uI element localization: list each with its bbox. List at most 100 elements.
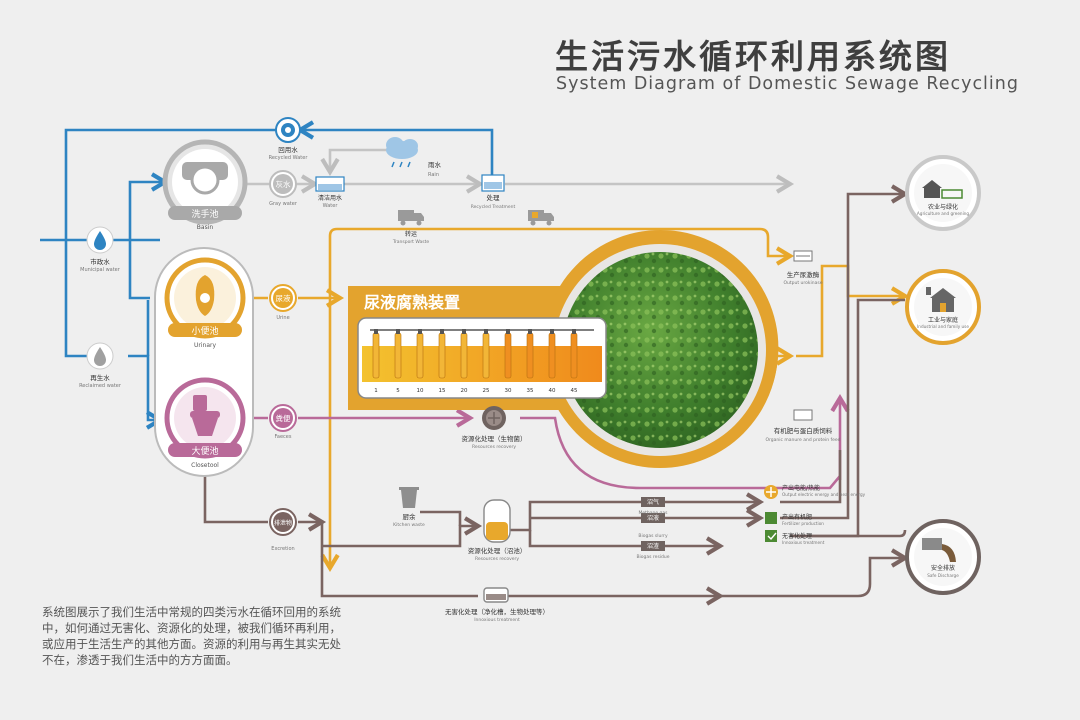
resource-bio-label: 资源化处理（生物菌） xyxy=(462,434,527,443)
clean-water-node xyxy=(315,176,345,192)
device-tube xyxy=(526,332,534,379)
tag-excretion xyxy=(269,508,297,536)
device-tube xyxy=(394,332,402,379)
device-title: 尿液腐熟装置 xyxy=(364,293,460,312)
device-tube xyxy=(416,332,424,379)
biogas-tags xyxy=(641,497,665,551)
urinary-label-en: Urinary xyxy=(194,342,216,349)
recycled-water-node xyxy=(275,117,301,143)
device-tube-cap xyxy=(506,329,510,334)
municipal-label: 市政水 xyxy=(90,257,110,266)
output-urokinase-node xyxy=(793,250,813,262)
resource-anaerobic-en: Resources recovery xyxy=(475,556,519,562)
dest-safe-label: 安全排放 xyxy=(931,564,955,572)
truck-icon xyxy=(398,210,424,226)
device-scale-label: 10 xyxy=(417,388,424,394)
device-tube-cap xyxy=(396,329,400,334)
house-icon xyxy=(926,287,956,312)
urine-tag: 尿液 xyxy=(276,293,291,303)
innoxious-label: 无害化处理（净化槽，生物处理等） xyxy=(445,607,549,616)
basin-label: 洗手池 xyxy=(191,208,218,220)
output-electric-en: Output electric energy and heat energy xyxy=(782,492,866,497)
biogas-tank-icon xyxy=(483,499,511,543)
methane-tag: 沼气 xyxy=(647,498,659,506)
tag-gray-water xyxy=(269,170,297,198)
gray-water-en: Gray water xyxy=(269,201,298,207)
urinary-label: 小便池 xyxy=(191,325,218,337)
toilet-unit xyxy=(154,247,254,477)
trash-bin-icon xyxy=(399,487,419,508)
device-tube-cap xyxy=(528,329,532,334)
resource-anaerobic-label: 资源化处理（沼池） xyxy=(468,546,527,555)
treatment-node xyxy=(481,174,505,192)
water-drop-icon xyxy=(94,231,106,250)
output-fertilizer-en: Organic manure and protein feed xyxy=(765,437,840,443)
clean-water-label: 清洁用水 xyxy=(318,194,342,202)
slurry-tag: 沼液 xyxy=(647,514,659,522)
device-scale-label: 1 xyxy=(374,388,378,394)
farm-house-icon xyxy=(922,180,963,199)
transport-label: 转运 xyxy=(405,230,417,238)
tag-faeces xyxy=(269,404,297,432)
resource-bio-en: Resources recovery xyxy=(472,444,516,450)
device-tube xyxy=(482,332,490,379)
faeces-en: Faeces xyxy=(275,434,292,440)
output-innoxious-en: Innoxious treatment xyxy=(782,540,825,545)
title-en: System Diagram of Domestic Sewage Recycl… xyxy=(556,74,1019,94)
device-tubes xyxy=(372,329,578,379)
output-urokinase-label: 生产尿激酶 xyxy=(787,270,820,279)
rain-cloud-icon xyxy=(386,137,418,168)
clean-water-en: Water xyxy=(323,203,339,209)
device-tube-cap xyxy=(462,329,466,334)
treatment-en: Recycled Treatment xyxy=(471,204,516,210)
device-tube xyxy=(504,332,512,379)
methane-en: Methane gas xyxy=(638,510,668,516)
output-electric-label: 产出电能/热能 xyxy=(782,484,820,492)
urine-en: Urine xyxy=(276,315,289,321)
device-tube-cap xyxy=(440,329,444,334)
gray-water-tag: 灰水 xyxy=(276,179,291,189)
device-tube-cap xyxy=(484,329,488,334)
dest-industry xyxy=(905,269,981,345)
output-fertilizer-node xyxy=(793,409,813,421)
device-scale-label: 30 xyxy=(505,388,512,394)
kitchen-en: Kitchen waste xyxy=(393,522,425,528)
urine-decomposition-device xyxy=(348,230,779,468)
gray-water-lines xyxy=(245,148,795,194)
basin-label-en: Basin xyxy=(197,224,214,231)
reclaimed-label-en: Reclaimed water xyxy=(79,383,122,389)
reclaimed-water-node xyxy=(86,342,114,370)
device-scale-label: 40 xyxy=(549,388,556,394)
recycled-water-label: 回用水 xyxy=(278,145,298,154)
output-fertilizer-label: 有机肥与蛋白质饲料 xyxy=(774,426,833,435)
municipal-water-node xyxy=(86,226,114,254)
device-tube-cap xyxy=(572,329,576,334)
device-scale-label: 25 xyxy=(483,388,490,394)
dest-safe-discharge xyxy=(905,519,981,595)
device-scale-label: 20 xyxy=(461,388,468,394)
tag-urine xyxy=(269,284,297,312)
title-cn: 生活污水循环利用系统图 xyxy=(555,37,951,76)
device-tube xyxy=(372,332,380,379)
device-scale-label: 35 xyxy=(527,388,534,394)
output-urokinase-en: Output urokinase xyxy=(784,280,823,286)
excretion-tag: 排泄物 xyxy=(274,519,292,527)
device-tube-cap xyxy=(418,329,422,334)
rain-label: 雨水 xyxy=(428,160,442,169)
municipal-label-en: Municipal water xyxy=(80,267,121,273)
device-tube xyxy=(548,332,556,379)
innoxious-output-icon xyxy=(765,530,777,542)
dest-safe-en: Safe Discharge xyxy=(927,573,959,578)
electric-icon xyxy=(764,485,778,499)
water-drop-icon xyxy=(94,347,106,366)
device-tube-cap xyxy=(374,329,378,334)
innoxious-tank-icon xyxy=(483,587,509,603)
closetool-label: 大便池 xyxy=(191,445,218,457)
residue-en: Biogas residue xyxy=(636,554,669,560)
device-scale-label: 5 xyxy=(396,388,400,394)
faeces-tag: 粪便 xyxy=(276,413,291,423)
dest-industry-en: Industrial and family use xyxy=(917,324,969,329)
